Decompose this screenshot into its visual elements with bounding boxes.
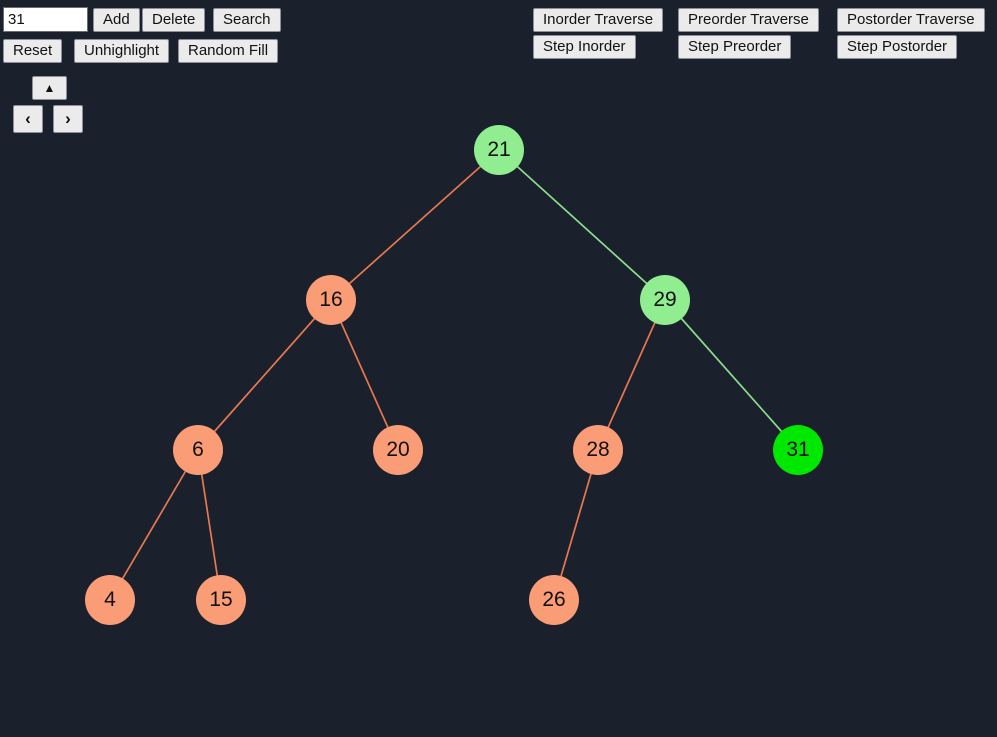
tree-node-6: 6 [173,425,223,475]
step-inorder-button[interactable]: Step Inorder [533,35,636,59]
tree-edge-6-4 [109,449,199,601]
tree-node-label: 31 [786,438,810,461]
tree-node-26: 26 [529,575,579,625]
tree-node-20: 20 [373,425,423,475]
tree-node-31: 31 [773,425,823,475]
tree-node-label: 28 [586,438,610,461]
tree-node-15: 15 [196,575,246,625]
reset-button[interactable]: Reset [3,39,63,63]
step-postorder-button[interactable]: Step Postorder [837,35,958,59]
search-button[interactable]: Search [213,8,281,32]
tree-edge-28-26 [553,449,599,601]
tree-node-label: 29 [653,288,677,311]
tree-node-4: 4 [85,575,135,625]
tree-edge-16-20 [330,299,399,451]
tree-node-16: 16 [306,275,356,325]
tree-edge-16-6 [197,299,332,451]
tree-edge-21-16 [330,149,500,301]
tree-node-label: 4 [104,588,116,611]
step-preorder-button[interactable]: Step Preorder [678,35,792,59]
chevron-left-icon: ‹ [25,109,31,128]
tree-node-label: 20 [386,438,410,461]
pan-left-button[interactable]: ‹ [13,105,43,133]
tree-node-label: 6 [192,438,204,461]
pan-up-button[interactable]: ▲ [32,76,67,100]
random-fill-button[interactable]: Random Fill [178,39,279,63]
unhighlight-button[interactable]: Unhighlight [74,39,170,63]
tree-node-21: 21 [474,125,524,175]
tree-edge-21-29 [498,149,666,301]
pan-right-button[interactable]: › [53,105,83,133]
tree-node-label: 26 [542,588,566,611]
inorder-traverse-button[interactable]: Inorder Traverse [533,8,664,32]
tree-node-label: 15 [209,588,233,611]
tree-edge-29-28 [597,299,666,451]
delete-button[interactable]: Delete [142,8,206,32]
tree-node-label: 21 [487,138,511,161]
tree-edge-29-31 [664,299,799,451]
value-input[interactable] [3,7,88,32]
chevron-right-icon: › [65,109,71,128]
preorder-traverse-button[interactable]: Preorder Traverse [678,8,819,32]
up-triangle-icon: ▲ [43,81,56,95]
tree-node-label: 16 [319,288,343,311]
add-button[interactable]: Add [93,8,140,32]
postorder-traverse-button[interactable]: Postorder Traverse [837,8,985,32]
tree-node-28: 28 [573,425,623,475]
tree-node-29: 29 [640,275,690,325]
